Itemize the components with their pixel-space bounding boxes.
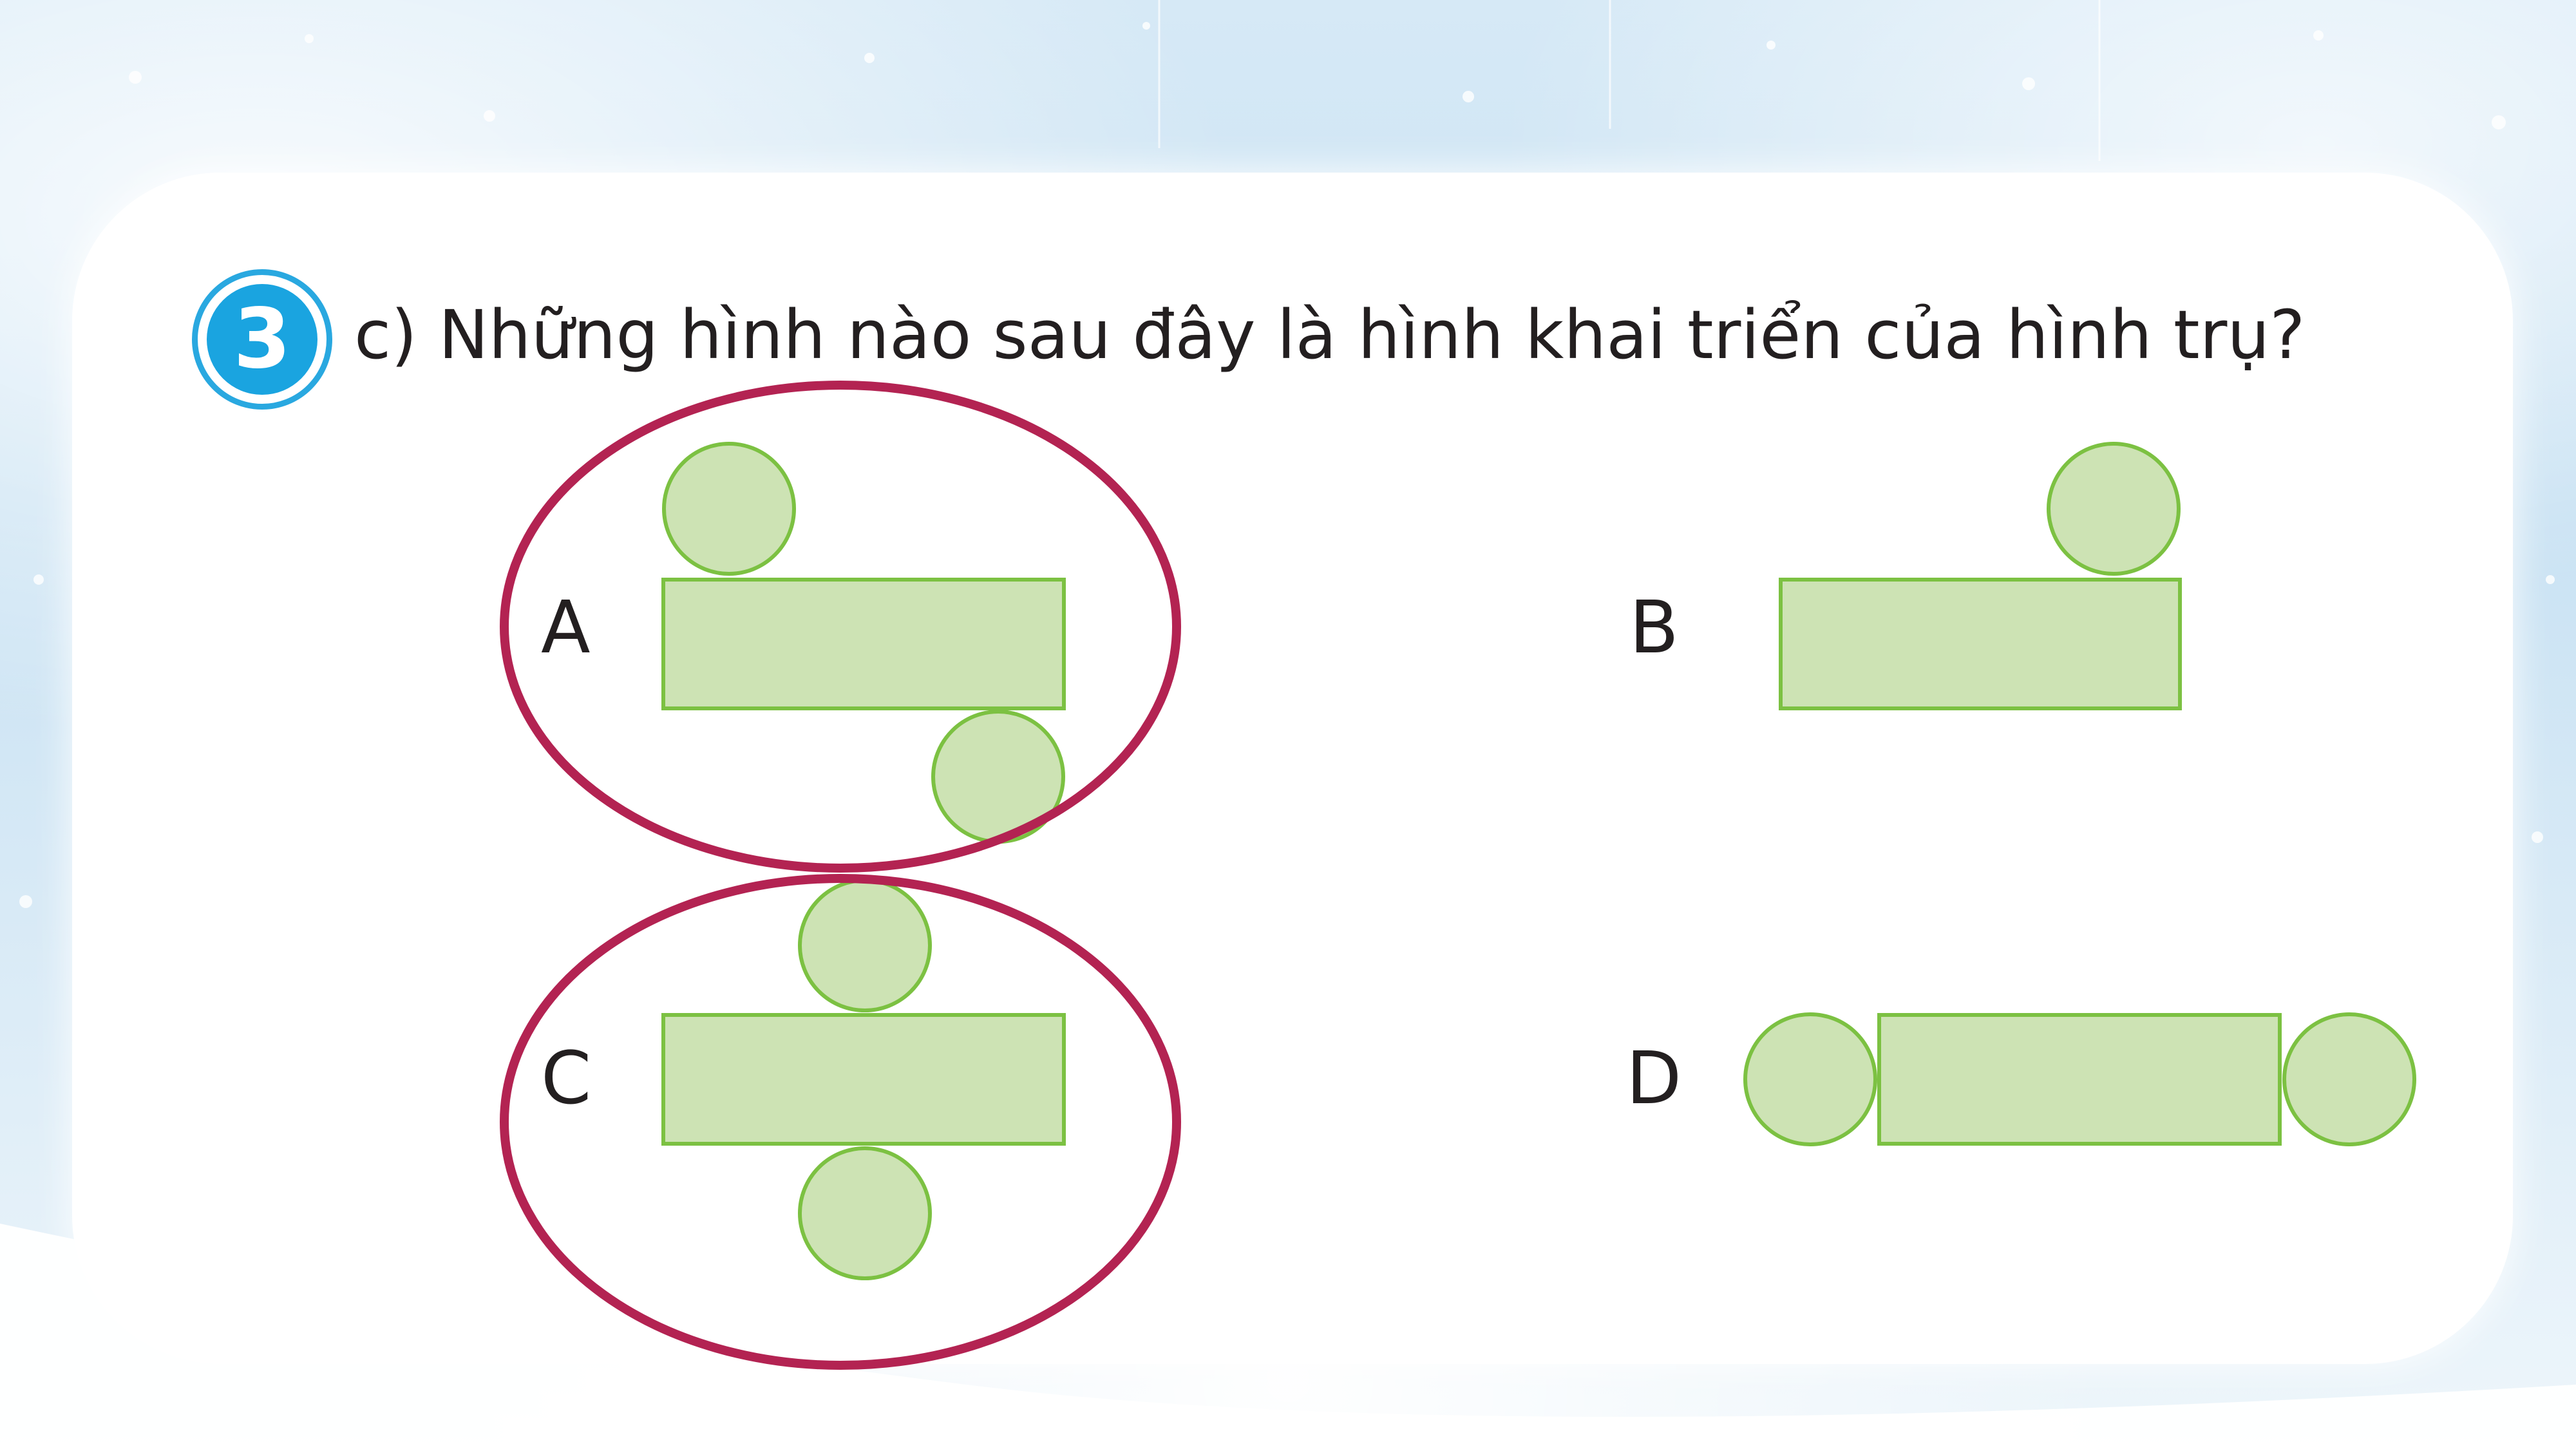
- option-d-left-circle: [1743, 1012, 1877, 1146]
- question-number: 3: [207, 284, 317, 395]
- question-text: c) Những hình nào sau đây là hình khai t…: [354, 296, 2306, 374]
- option-c-bottom-circle: [798, 1146, 932, 1280]
- option-a-rectangle: [661, 578, 1066, 710]
- answer-ring-a: [500, 381, 1181, 873]
- answer-ring-c: [500, 874, 1181, 1370]
- option-b-rectangle: [1779, 578, 2182, 710]
- option-d-net[interactable]: [1743, 1012, 2416, 1146]
- option-c-net[interactable]: [661, 878, 1066, 1280]
- question-card: [72, 173, 2513, 1364]
- option-d-rectangle: [1877, 1013, 2282, 1146]
- option-b-label: B: [1629, 586, 1679, 670]
- option-b-net[interactable]: [1779, 442, 2182, 710]
- option-b-top-circle: [2047, 442, 2181, 576]
- option-c-label: C: [541, 1037, 592, 1121]
- option-a-top-circle: [662, 442, 796, 576]
- option-d-label: D: [1626, 1037, 1682, 1121]
- question-number-badge: 3: [192, 269, 332, 410]
- option-c-rectangle: [661, 1013, 1066, 1146]
- option-a-label: A: [541, 586, 591, 670]
- option-d-right-circle: [2282, 1012, 2416, 1146]
- option-a-net[interactable]: [661, 442, 1066, 844]
- option-c-top-circle: [798, 878, 932, 1012]
